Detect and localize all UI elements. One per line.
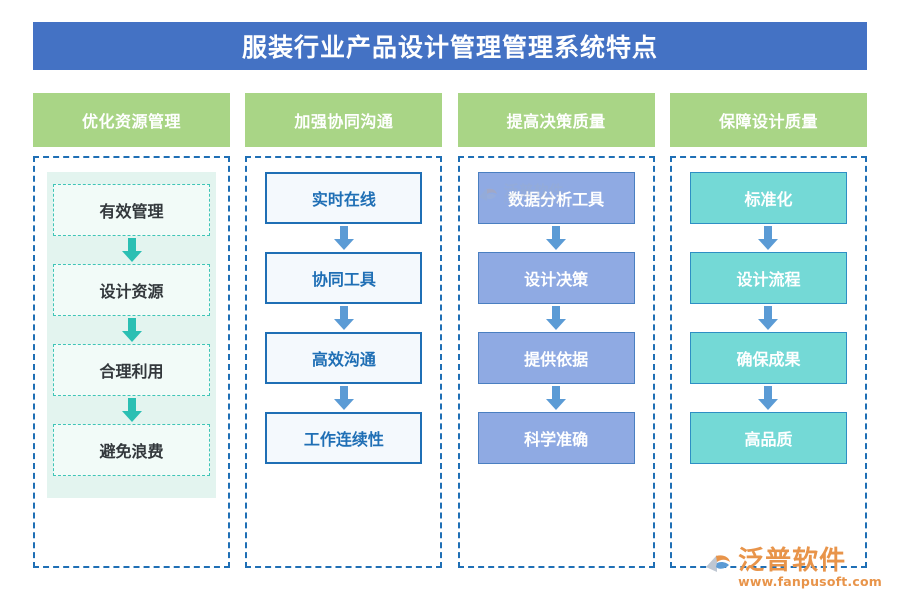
column-header-label: 提高决策质量 (506, 112, 606, 131)
flow-arrow-icon (543, 304, 569, 332)
column-body-1: 有效管理设计资源合理利用避免浪费 (33, 156, 230, 568)
column-4: 保障设计质量标准化设计流程确保成果高品质 (669, 93, 867, 568)
flow-arrow-icon (755, 224, 781, 252)
column-header-2[interactable]: 加强协同沟通 (245, 93, 443, 147)
column-header-label: 保障设计质量 (718, 112, 818, 131)
flow-node[interactable]: 避免浪费 (53, 424, 210, 476)
flow-node[interactable]: 高效沟通 (265, 332, 423, 384)
logo-company-name: 泛普软件 (738, 545, 847, 576)
page-title-banner: 服装行业产品设计管理管理系统特点 (33, 22, 867, 70)
column-flow-panel-4: 标准化设计流程确保成果高品质 (684, 172, 853, 464)
flow-node[interactable]: 合理利用 (53, 344, 210, 396)
column-header-1[interactable]: 优化资源管理 (33, 93, 230, 147)
flow-node[interactable]: 工作连续性 (265, 412, 423, 464)
flow-arrow-icon (755, 304, 781, 332)
fanpu-logo-icon (704, 550, 734, 578)
flow-arrow-icon (119, 396, 145, 424)
column-header-label: 加强协同沟通 (294, 112, 394, 131)
flow-arrow-icon (119, 236, 145, 264)
brand-logo: 泛普软件 www.fanpusoft.com (704, 548, 882, 589)
flow-arrow-icon (543, 384, 569, 412)
flow-node[interactable]: 确保成果 (689, 332, 847, 384)
flow-arrow-icon (119, 316, 145, 344)
column-flow-panel-1: 有效管理设计资源合理利用避免浪费 (47, 172, 216, 498)
column-header-4[interactable]: 保障设计质量 (669, 93, 867, 147)
flow-node[interactable]: 提供依据 (477, 332, 635, 384)
column-flow-panel-2: 实时在线协同工具高效沟通工作连续性 (259, 172, 428, 464)
flow-node[interactable]: 高品质 (689, 412, 847, 464)
column-header-label: 优化资源管理 (81, 112, 181, 131)
flow-node[interactable]: 协同工具 (265, 252, 423, 304)
flow-node[interactable]: 实时在线 (265, 172, 423, 224)
flow-node[interactable]: 设计流程 (689, 252, 847, 304)
column-body-4: 标准化设计流程确保成果高品质 (669, 156, 867, 568)
columns-container: 优化资源管理有效管理设计资源合理利用避免浪费加强协同沟通实时在线协同工具高效沟通… (33, 93, 867, 568)
flow-arrow-icon (331, 224, 357, 252)
column-1: 优化资源管理有效管理设计资源合理利用避免浪费 (33, 93, 230, 568)
flow-node[interactable]: 设计资源 (53, 264, 210, 316)
flow-arrow-icon (755, 384, 781, 412)
column-2: 加强协同沟通实时在线协同工具高效沟通工作连续性 (245, 93, 443, 568)
column-header-3[interactable]: 提高决策质量 (457, 93, 655, 147)
flow-arrow-icon (331, 384, 357, 412)
flow-node[interactable]: 标准化 (689, 172, 847, 224)
column-body-2: 实时在线协同工具高效沟通工作连续性 (245, 156, 443, 568)
page-title: 服装行业产品设计管理管理系统特点 (241, 33, 658, 62)
column-flow-panel-3: 数据分析工具设计决策提供依据科学准确 (472, 172, 641, 464)
flow-node[interactable]: 设计决策 (477, 252, 635, 304)
flow-node[interactable]: 科学准确 (477, 412, 635, 464)
flow-node[interactable]: 数据分析工具 (477, 172, 635, 224)
flow-arrow-icon (331, 304, 357, 332)
logo-text-group: 泛普软件 www.fanpusoft.com (738, 548, 882, 589)
flow-node[interactable]: 有效管理 (53, 184, 210, 236)
flow-arrow-icon (543, 224, 569, 252)
logo-website-url: www.fanpusoft.com (738, 573, 882, 589)
